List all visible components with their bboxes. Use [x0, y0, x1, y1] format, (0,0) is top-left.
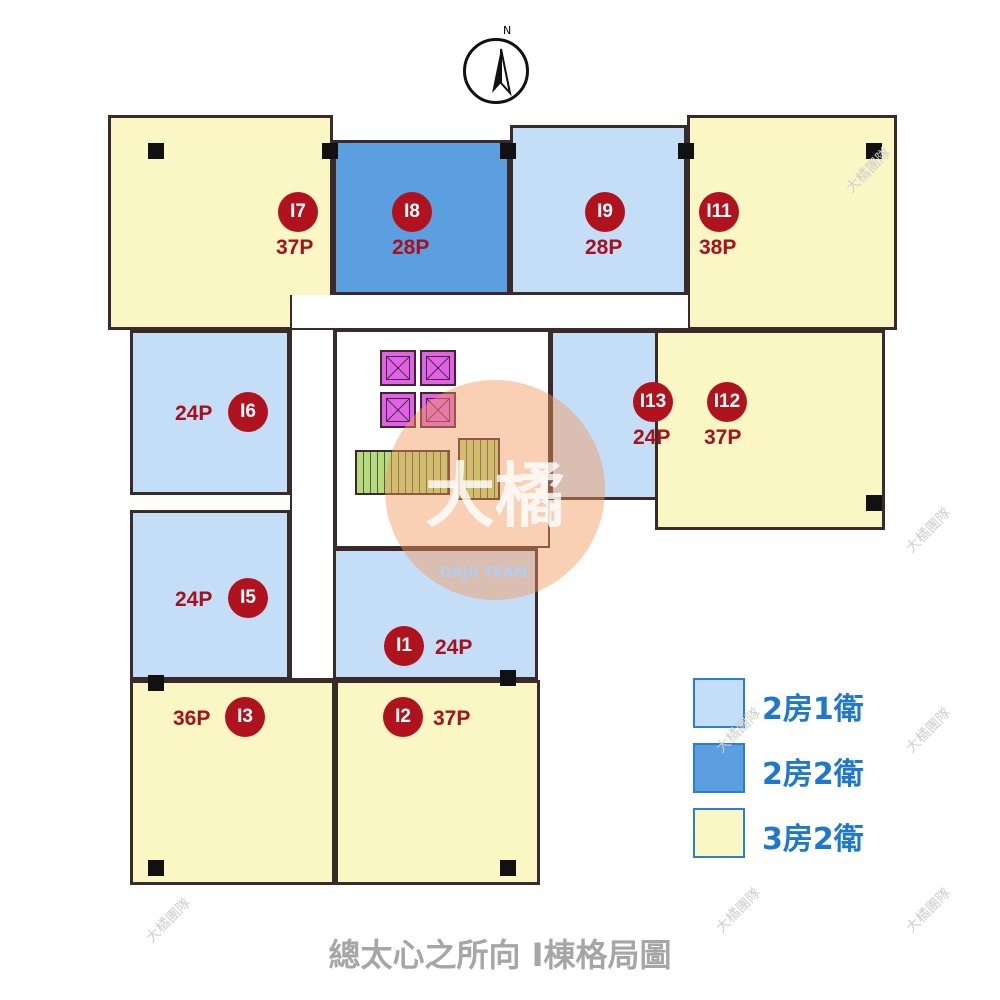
text-watermark: 大橘團隊: [903, 885, 955, 937]
unit-size-I11: 38P: [699, 236, 737, 259]
elevator: [380, 350, 416, 386]
staircase: [458, 438, 500, 500]
elevator: [420, 350, 456, 386]
elevator: [420, 392, 456, 428]
unit-size-I8: 28P: [392, 236, 430, 259]
unit-I1: [333, 548, 538, 680]
unit-size-I9: 28P: [585, 236, 623, 259]
unit-badge-I13: I13: [633, 382, 673, 422]
unit-badge-I6: I6: [228, 392, 268, 432]
corridor: [290, 295, 690, 330]
legend-swatch-3br2ba: [693, 808, 745, 858]
column: [148, 143, 164, 159]
unit-badge-I11: I11: [699, 192, 739, 232]
unit-badge-I2: I2: [383, 697, 423, 737]
logo-text: 大橘: [425, 455, 565, 537]
legend-label-3br2ba: 3房2衛: [762, 822, 864, 857]
unit-size-I3: 36P: [173, 707, 211, 730]
page-title: 總太心之所向 I棟格局圖: [328, 936, 672, 974]
column: [322, 143, 338, 159]
unit-badge-I5: I5: [228, 578, 268, 618]
unit-I2: [335, 680, 540, 885]
text-watermark: 大橘團隊: [903, 505, 955, 557]
unit-badge-I9: I9: [585, 192, 625, 232]
unit-size-I5: 24P: [175, 588, 213, 611]
legend-label-2br1ba: 2房1衛: [762, 692, 864, 727]
corridor: [290, 295, 335, 680]
column: [500, 670, 516, 686]
column: [500, 143, 516, 159]
compass-icon: [463, 38, 529, 104]
column: [500, 860, 516, 876]
unit-size-I7: 37P: [276, 236, 314, 259]
column: [148, 675, 164, 691]
unit-size-I13: 24P: [633, 426, 671, 449]
column: [678, 143, 694, 159]
text-watermark: 大橘團隊: [713, 885, 765, 937]
unit-badge-I8: I8: [392, 192, 432, 232]
unit-size-I2: 37P: [433, 707, 471, 730]
compass-north-label: N: [503, 24, 512, 37]
logo-watermark: 大橘 DAJU TEAM: [385, 380, 605, 600]
unit-size-I12: 37P: [704, 426, 742, 449]
unit-badge-I3: I3: [225, 697, 265, 737]
unit-badge-I7: I7: [278, 192, 318, 232]
legend-swatch-2br1ba: [693, 678, 745, 728]
unit-I3: [130, 680, 335, 885]
column: [866, 495, 882, 511]
unit-size-I1: 24P: [435, 636, 473, 659]
column: [866, 143, 882, 159]
legend-swatch-2br2ba: [693, 743, 745, 793]
unit-size-I6: 24P: [175, 402, 213, 425]
unit-I12: [655, 330, 885, 530]
text-watermark: 大橘團隊: [903, 705, 955, 757]
unit-badge-I12: I12: [707, 382, 747, 422]
legend-label-2br2ba: 2房2衛: [762, 757, 864, 792]
staircase: [355, 450, 450, 495]
logo-subtext: DAJU TEAM: [440, 565, 528, 581]
column: [148, 860, 164, 876]
unit-badge-I1: I1: [384, 626, 424, 666]
elevator: [380, 392, 416, 428]
